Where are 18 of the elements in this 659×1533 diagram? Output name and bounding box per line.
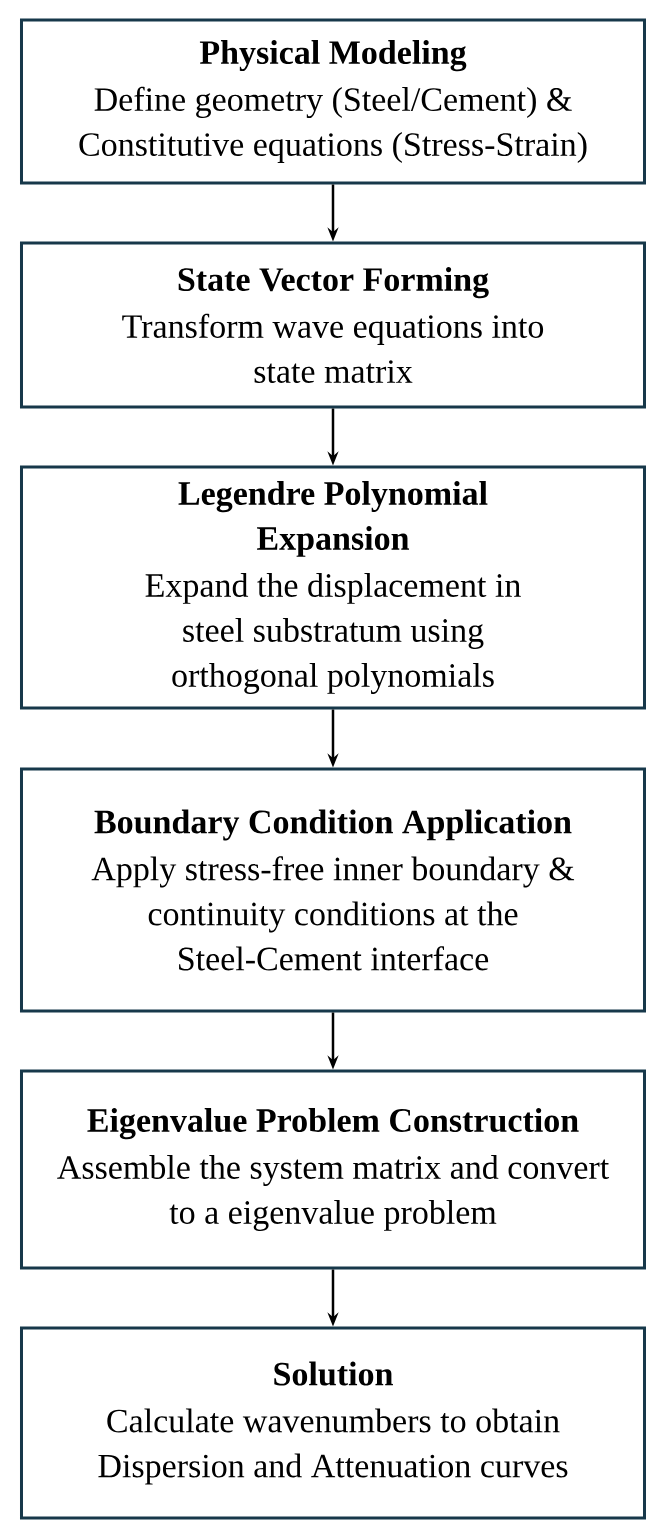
step-description: Apply stress-free inner boundary & continuity conditions at the Steel-Cement interface (91, 856, 575, 971)
step-title: Solution (274, 1361, 393, 1386)
step-description: Define geometry (Steel/Cement) & Constitutive equations (Stress-Strain) (79, 86, 587, 163)
process-box (20, 1326, 646, 1520)
step-title: Legendre Polynomial Expansion (178, 481, 488, 557)
step-description: Transform wave equations into state matrix (122, 313, 544, 383)
process-box (20, 465, 646, 710)
process-box (20, 241, 646, 409)
process-box (20, 1069, 646, 1270)
step-title: State Vector Forming (178, 267, 489, 299)
step-title: Boundary Condition Application (94, 809, 572, 841)
step-description: Calculate wavenumbers to obtain Dispersion and Attenuation curves (98, 1408, 568, 1485)
process-box (20, 767, 646, 1013)
step-description: Expand the displacement in steel substratum using orthogonal polynomials (145, 573, 521, 694)
step-title: Physical Modeling (199, 40, 467, 72)
process-box (20, 18, 646, 185)
step-title: Eigenvalue Problem Construction (87, 1108, 579, 1140)
step-description: Assemble the system matrix and convert to a eigenvalue problem (57, 1155, 610, 1231)
